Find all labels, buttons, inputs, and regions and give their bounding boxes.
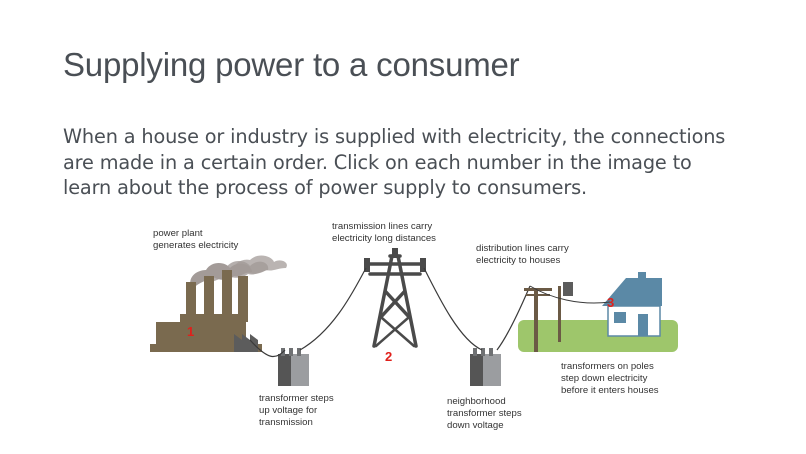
- pole-transformers-label: transformers on poles step down electric…: [561, 361, 659, 396]
- step-up-transformer-label: transformer steps up voltage for transmi…: [259, 393, 334, 428]
- neighborhood-transformer-icon: [470, 348, 501, 386]
- step-up-transformer-icon: [278, 348, 309, 386]
- slide-description: When a house or industry is supplied wit…: [63, 124, 763, 201]
- power-supply-diagram: power plant generates electricity transm…: [140, 210, 700, 446]
- description-line: learn about the process of power supply …: [63, 176, 587, 199]
- house-icon: [602, 272, 662, 337]
- smoke-icon: [190, 255, 287, 290]
- power-plant-label: power plant generates electricity: [153, 228, 239, 251]
- description-line: are made in a certain order. Click on ea…: [63, 150, 692, 174]
- hotspot-2[interactable]: 2: [385, 349, 393, 364]
- description-line: When a house or industry is supplied wit…: [63, 125, 726, 148]
- utility-pole-icon: [524, 282, 573, 352]
- slide-title: Supplying power to a consumer: [63, 46, 520, 83]
- hotspot-1[interactable]: 1: [187, 324, 195, 339]
- service-line: [529, 285, 611, 304]
- hotspot-3[interactable]: 3: [607, 295, 615, 310]
- power-supply-illustration: [150, 248, 678, 386]
- transmission-lines-label: transmission lines carry electricity lon…: [332, 221, 436, 244]
- power-lines: [249, 267, 531, 358]
- insulator-icon: [364, 248, 426, 272]
- neighborhood-transformer-label: neighborhood transformer steps down volt…: [447, 396, 522, 431]
- transmission-tower-icon: [364, 254, 426, 348]
- distribution-lines-label: distribution lines carry electricity to …: [476, 243, 569, 266]
- power-plant-icon: [150, 270, 262, 352]
